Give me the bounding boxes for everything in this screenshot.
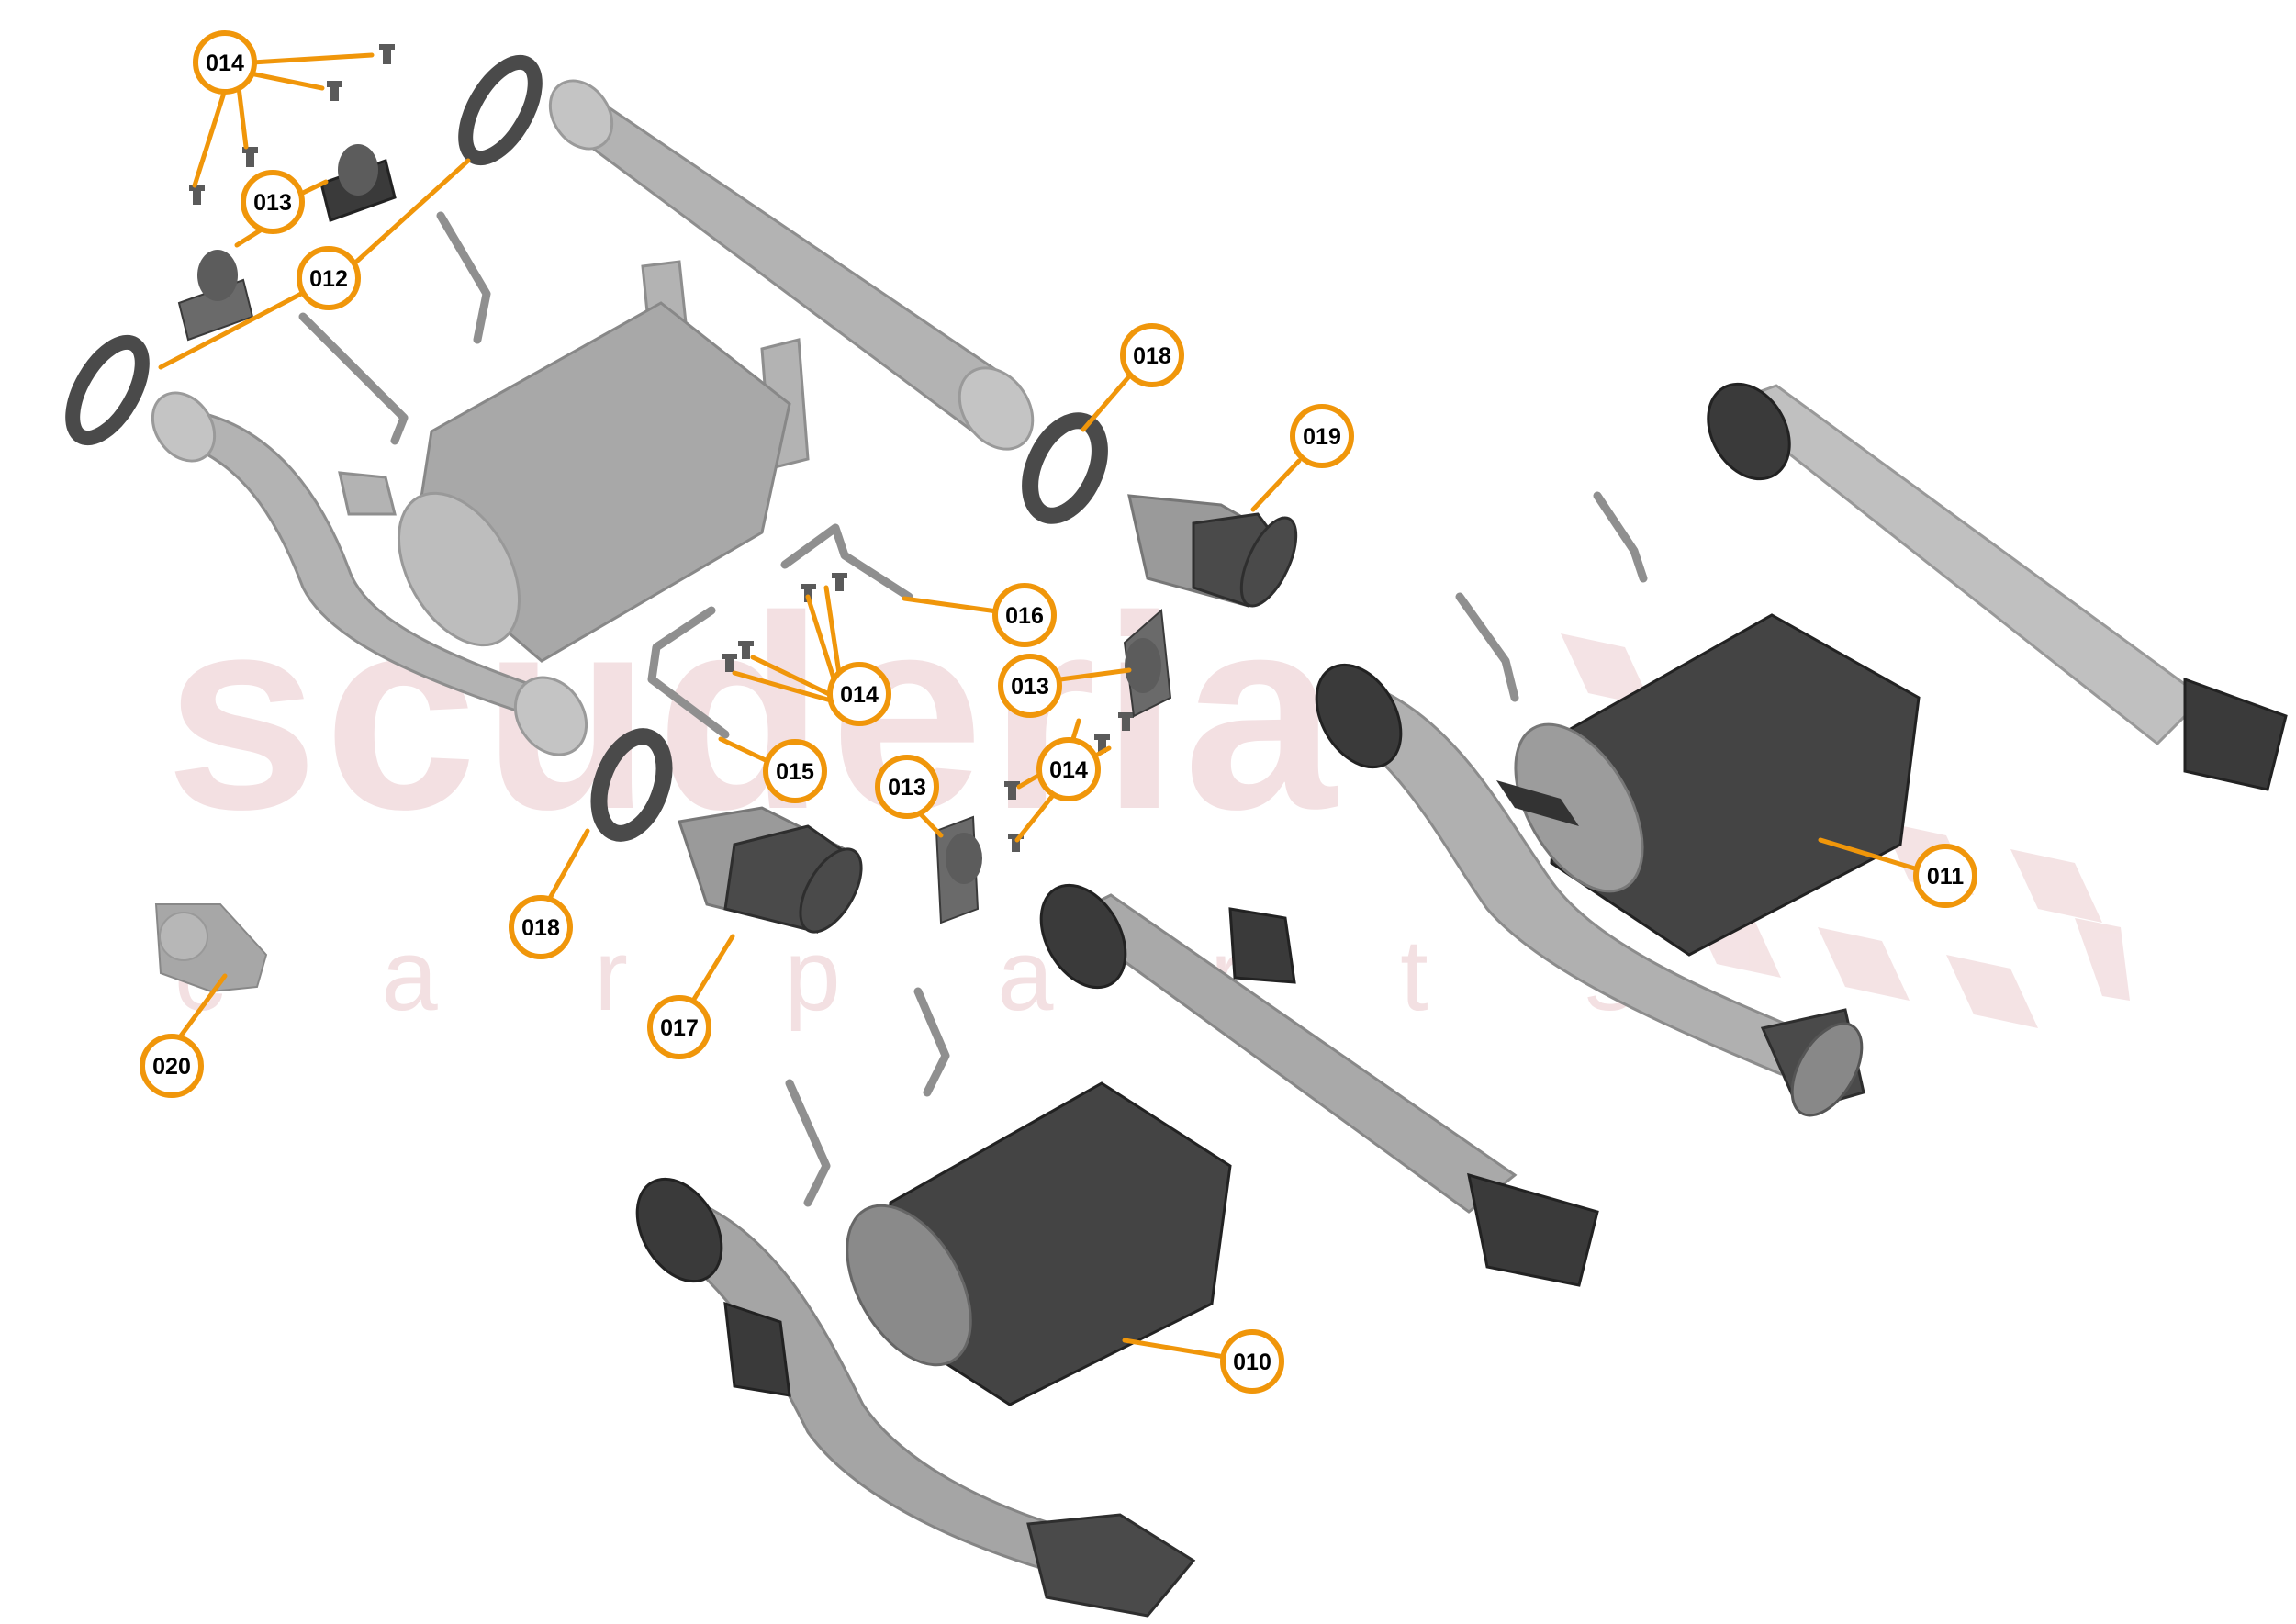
- part-013-mount-middle-left: [935, 815, 982, 924]
- callout-label: 013: [888, 775, 926, 801]
- callout-label: 016: [1005, 603, 1044, 629]
- part-017-tail-trim: [678, 806, 863, 934]
- part-015-hanger-rod: [647, 606, 730, 739]
- exhaust-assembly-upper: [151, 79, 1035, 756]
- part-018-clamp-upper: [1022, 412, 1108, 524]
- callout-label: 014: [1049, 757, 1088, 783]
- callout-018-upper[interactable]: 018: [1120, 323, 1184, 387]
- part-020-valve-actuator: [154, 903, 268, 993]
- part-019-tail-trim: [1127, 494, 1298, 608]
- callout-020[interactable]: 020: [140, 1034, 204, 1098]
- callout-label: 017: [660, 1015, 699, 1041]
- part-013-mount-middle-right: [1123, 608, 1172, 718]
- callout-016[interactable]: 016: [992, 583, 1057, 647]
- callout-label: 011: [1927, 864, 1964, 890]
- callout-012[interactable]: 012: [297, 246, 361, 310]
- callout-018-lower[interactable]: 018: [509, 895, 573, 959]
- part-012-clamp-upper: [458, 54, 543, 166]
- callout-013-top[interactable]: 013: [241, 170, 305, 234]
- part-014-bolts-upper: [189, 44, 395, 205]
- leader-lines: [158, 52, 1921, 1360]
- callout-014-middle[interactable]: 014: [827, 662, 891, 726]
- callout-013-middle-left[interactable]: 013: [875, 755, 939, 819]
- part-013-mount-lower: [177, 250, 254, 342]
- callout-017[interactable]: 017: [647, 995, 711, 1059]
- callout-010[interactable]: 010: [1220, 1329, 1284, 1394]
- callout-011[interactable]: 011: [1913, 844, 1977, 908]
- callout-label: 010: [1233, 1350, 1271, 1375]
- exhaust-assembly-011: [1315, 382, 2288, 1117]
- part-012-clamp-lower: [65, 334, 150, 446]
- callout-label: 013: [1011, 674, 1049, 700]
- callout-label: 018: [521, 915, 560, 941]
- part-014-bolts-middle: [722, 573, 1134, 852]
- callout-label: 018: [1133, 343, 1171, 369]
- callout-label: 013: [253, 190, 292, 216]
- callout-label: 014: [206, 50, 244, 76]
- watermark-sub-text: c a r p a r t s: [174, 919, 1699, 1032]
- callouts: 014 013 012 018 019 016 014 013: [140, 30, 1977, 1394]
- callout-013-middle-right[interactable]: 013: [998, 654, 1062, 718]
- part-013-mount-upper: [319, 144, 397, 222]
- callout-label: 015: [776, 759, 814, 785]
- callout-label: 019: [1303, 424, 1341, 450]
- part-018-clamp-lower: [590, 728, 673, 842]
- callout-015[interactable]: 015: [763, 739, 827, 803]
- callout-label: 012: [309, 266, 348, 292]
- callout-014-right[interactable]: 014: [1036, 737, 1101, 801]
- callout-label: 020: [152, 1054, 191, 1080]
- exhaust-assembly-010: [635, 883, 1599, 1618]
- callout-019[interactable]: 019: [1290, 404, 1354, 468]
- callout-014-top[interactable]: 014: [193, 30, 257, 95]
- callout-label: 014: [840, 682, 879, 708]
- part-016-hanger-rod: [780, 523, 913, 601]
